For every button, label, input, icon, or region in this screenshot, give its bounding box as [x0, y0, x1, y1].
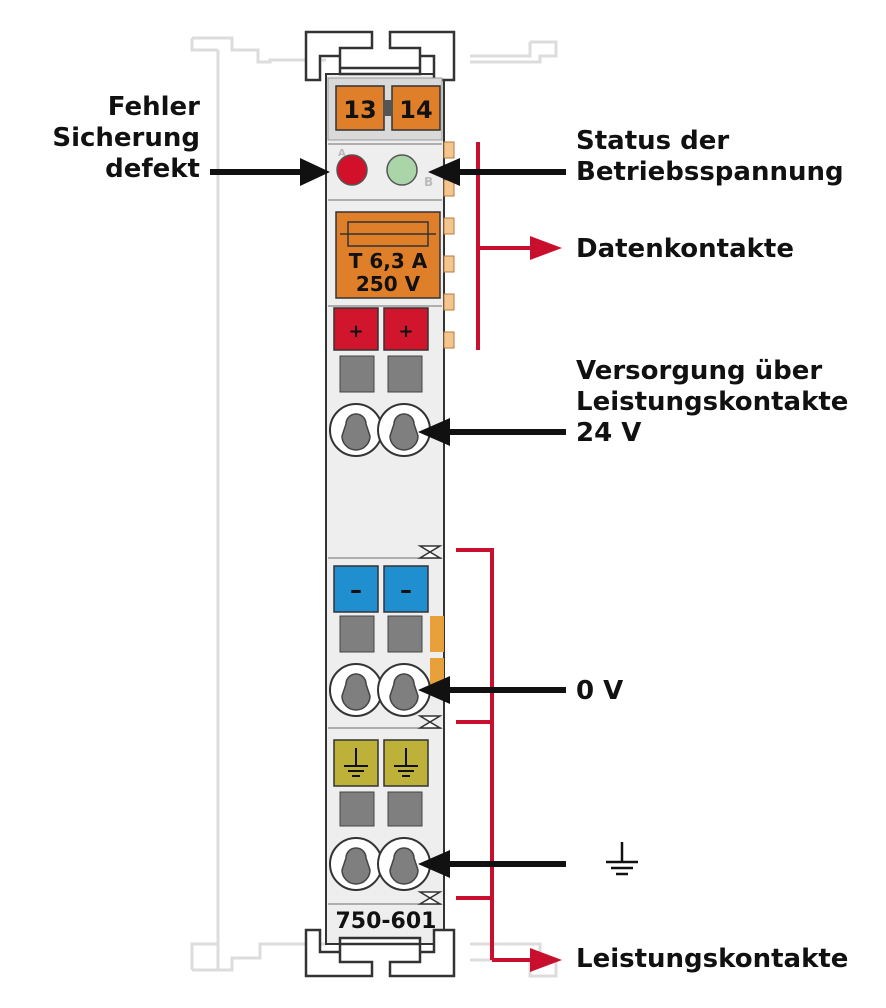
terminal-label-13: 13: [343, 96, 376, 124]
led-fault: [336, 154, 368, 186]
ground-terminals: [333, 739, 429, 827]
led-letter-a: A: [338, 148, 346, 159]
label-status: Status der Betriebsspannung: [576, 126, 844, 187]
clamp-spring: [341, 847, 371, 885]
plus-terminals: + +: [333, 307, 429, 393]
led-status: [386, 154, 418, 186]
label-power-contacts: Leistungskontakte: [576, 944, 849, 974]
label-zero-volt: 0 V: [576, 676, 624, 706]
ground-icon: [606, 842, 638, 876]
arrow-icon: [300, 158, 330, 186]
led-letter-b: B: [424, 175, 433, 189]
plus-symbol-right: +: [398, 321, 413, 342]
arrow-icon: [428, 158, 460, 186]
power-contact-arrowhead: [530, 948, 562, 972]
fuse-rating: T 6,3 A: [349, 249, 428, 273]
data-contact-bracket: [476, 142, 530, 350]
data-contact-arrowhead: [530, 236, 562, 260]
label-data-contacts: Datenkontakte: [576, 234, 794, 264]
ground-icon: [344, 748, 368, 777]
minus-symbol-left: –: [350, 576, 362, 604]
clamp-openings: [329, 403, 431, 891]
arrow-icon: [418, 418, 450, 446]
minus-terminals: – –: [333, 565, 444, 688]
clamp-spring: [389, 413, 419, 451]
terminal-label-14: 14: [399, 96, 432, 124]
model-number: 750-601: [336, 909, 437, 934]
pointer-arrowheads: [300, 158, 460, 878]
data-contacts: [443, 141, 455, 349]
clamp-spring: [389, 847, 419, 885]
status-leds: A B: [336, 148, 433, 189]
minus-symbol-right: –: [400, 576, 412, 604]
label-supply: Versorgung über Leistungskontakte 24 V: [576, 356, 849, 448]
ghost-rail-outline: [190, 36, 558, 978]
power-contact-bracket: [456, 548, 530, 962]
power-contact-marks: [417, 545, 443, 905]
terminal-blocks: 13 14: [335, 85, 441, 131]
label-fault: Fehler Sicherung defekt: [52, 92, 200, 184]
terminal-block-13: [335, 85, 385, 131]
ground-icon: [394, 748, 418, 777]
clamp-spring: [341, 413, 371, 451]
fuse-voltage: 250 V: [356, 272, 421, 296]
fuse-block: T 6,3 A 250 V: [335, 211, 441, 299]
clamp-spring: [341, 673, 371, 711]
clamp-spring: [389, 673, 419, 711]
plus-symbol-left: +: [348, 321, 363, 342]
arrow-icon: [418, 850, 450, 878]
arrow-icon: [418, 676, 450, 704]
